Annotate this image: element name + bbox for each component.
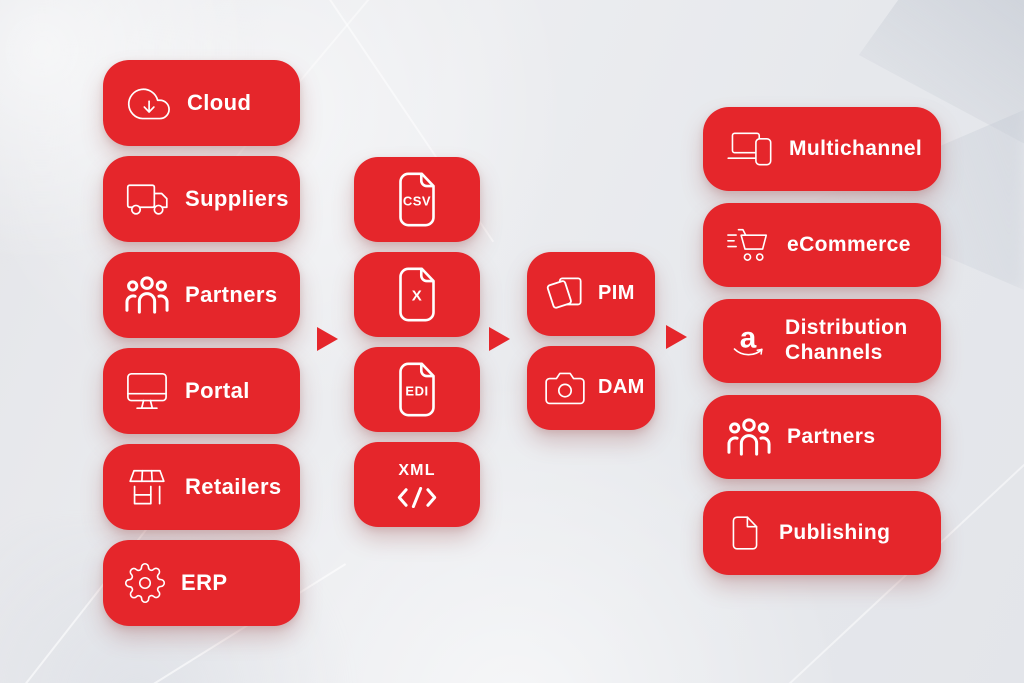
storefront-icon — [124, 465, 170, 509]
file-edi-icon: EDI — [395, 361, 439, 418]
file-type-label: CSV — [402, 193, 432, 209]
laptop-phone-icon — [726, 130, 774, 168]
block-label: ERP — [181, 570, 228, 596]
amazon-icon: a — [726, 322, 770, 362]
block-label: Multichannel — [789, 136, 923, 160]
block-label: Retailers — [185, 474, 282, 500]
block-portal: Portal — [103, 348, 300, 434]
block-ecommerce: eCommerce — [703, 203, 941, 287]
channels-column: Multichannel eCommerce a Distribution Ch… — [703, 107, 941, 575]
block-erp: ERP — [103, 540, 300, 626]
amazon-letter: a — [740, 322, 757, 355]
block-label: Suppliers — [185, 186, 289, 212]
block-label: Cloud — [187, 90, 252, 116]
systems-column: PIM DAM — [527, 252, 655, 430]
block-pim: PIM — [527, 252, 655, 336]
sources-column: Cloud Suppliers Partners — [103, 60, 300, 626]
block-label: Partners — [787, 424, 876, 448]
file-outline-icon — [395, 361, 439, 418]
camera-icon — [544, 370, 586, 406]
monitor-icon — [124, 370, 170, 412]
block-xml: XML — [354, 442, 480, 527]
flow-arrow-right-icon — [489, 327, 510, 351]
block-label: eCommerce — [787, 232, 911, 256]
shopping-cart-icon — [726, 225, 772, 265]
truck-icon — [124, 177, 170, 221]
file-type-label: XML — [398, 461, 436, 479]
people-group-icon — [726, 416, 772, 458]
block-partners-out: Partners — [703, 395, 941, 479]
file-outline-icon — [395, 171, 439, 228]
block-excel: X — [354, 252, 480, 337]
flow-arrow-right-icon — [317, 327, 338, 351]
cloud-download-icon — [124, 81, 172, 125]
block-cloud: Cloud — [103, 60, 300, 146]
formats-column: CSV X EDI XML — [354, 157, 480, 527]
block-label: Distribution Channels — [785, 316, 908, 364]
block-label: DAM — [598, 376, 645, 399]
block-edi: EDI — [354, 347, 480, 432]
block-suppliers: Suppliers — [103, 156, 300, 242]
document-icon — [726, 511, 764, 555]
gear-icon — [124, 562, 166, 604]
block-dam: DAM — [527, 346, 655, 430]
block-csv: CSV — [354, 157, 480, 242]
file-excel-icon: X — [395, 266, 439, 323]
block-multichannel: Multichannel — [703, 107, 941, 191]
block-publishing: Publishing — [703, 491, 941, 575]
block-label: Partners — [185, 282, 278, 308]
file-type-label: X — [411, 287, 423, 305]
block-retailers: Retailers — [103, 444, 300, 530]
block-label: PIM — [598, 282, 635, 305]
block-partners: Partners — [103, 252, 300, 338]
block-label: Portal — [185, 378, 250, 404]
file-type-label: EDI — [405, 383, 429, 399]
file-csv-icon: CSV — [395, 171, 439, 228]
block-label: Publishing — [779, 520, 891, 544]
code-brackets-icon — [397, 487, 437, 508]
file-outline-icon — [395, 266, 439, 323]
block-distribution: a Distribution Channels — [703, 299, 941, 383]
flow-arrow-right-icon — [666, 325, 687, 349]
people-group-icon — [124, 274, 170, 316]
product-cards-icon — [544, 274, 586, 314]
